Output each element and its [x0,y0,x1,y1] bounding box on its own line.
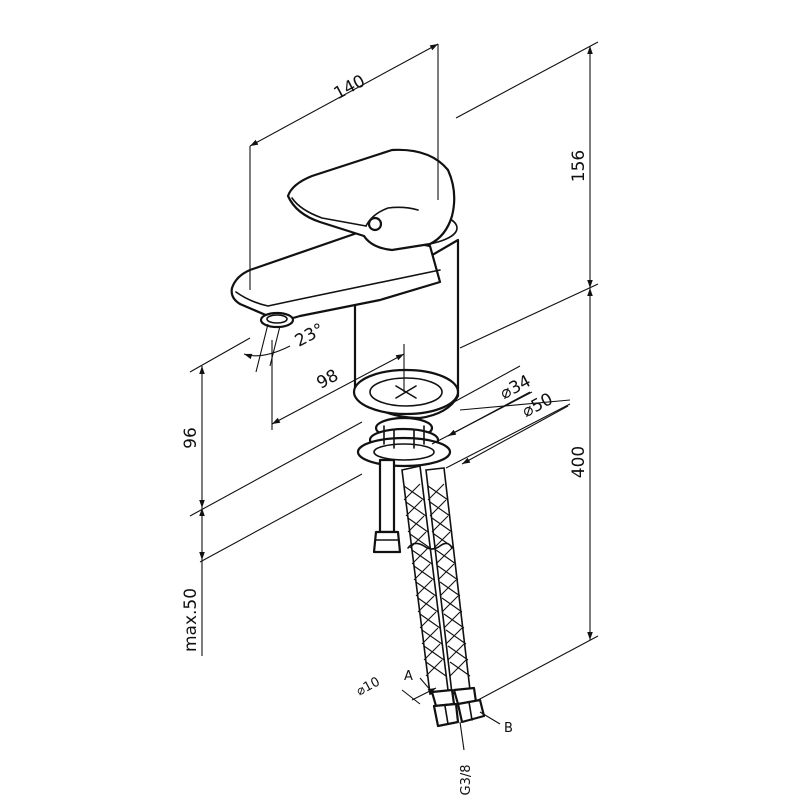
dim-96-label: 96 [181,427,201,449]
hose-labels: A B [404,669,513,736]
dimension-23deg: 23° [243,320,328,373]
hose-b-label: B [504,721,513,736]
dim-400-label: 400 [569,446,589,478]
dim-23deg-label: 23° [292,320,328,352]
dim-140-label: 140 [331,71,369,104]
dimension-dia50: ⌀50 [445,389,571,469]
hose-a-label: A [404,669,413,684]
dimension-400: 400 [477,288,599,701]
dimension-96: 96 [181,337,363,517]
spout [230,230,442,329]
hose-end-fittings [430,686,486,728]
handle-lever [286,148,456,252]
dimension-dia10: ⌀10 [354,675,437,705]
dimension-max50: max.50 [181,473,363,656]
dimension-156: 156 [455,41,599,349]
dim-156-label: 156 [569,150,589,182]
dim-g38-label: G3/8 [459,765,474,796]
dim-dia10-label: ⌀10 [354,675,383,700]
dimension-g38: G3/8 [459,721,474,796]
dim-max50-label: max.50 [181,588,201,652]
hose-bend [407,542,453,550]
